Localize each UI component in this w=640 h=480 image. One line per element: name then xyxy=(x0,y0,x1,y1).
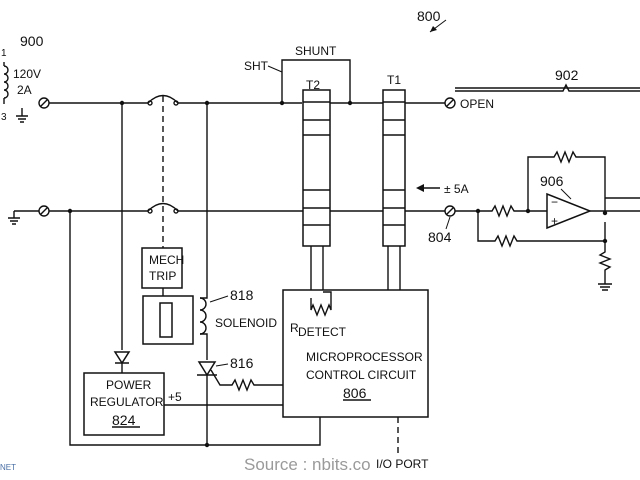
micro-ref-806: 806 xyxy=(343,385,367,401)
input-resistor xyxy=(478,204,547,218)
regulator-diode-triangle xyxy=(113,351,131,365)
ref-804-label: 804 xyxy=(428,229,452,245)
op-amp-ground-icon xyxy=(598,283,612,291)
sht-label: SHT xyxy=(244,59,269,73)
t1-label: T1 xyxy=(387,73,401,87)
source-transformer: 120V 2A xyxy=(3,62,41,123)
neutral-ground-icon xyxy=(8,211,20,225)
ref-906-label: 906 xyxy=(540,173,564,189)
micro-title-line2: CONTROL CIRCUIT xyxy=(306,368,417,382)
terminal-804-slash xyxy=(446,207,454,215)
current-arrow-head xyxy=(416,184,424,192)
ref-818-label: 818 xyxy=(230,287,254,303)
solenoid-coil xyxy=(199,297,207,335)
current-transformer-t2 xyxy=(302,89,331,298)
source-current-label: 2A xyxy=(17,83,32,97)
solenoid-to-scr xyxy=(200,333,208,360)
scr-gate-resistor xyxy=(210,369,283,392)
op-amp-plus-sign: + xyxy=(551,214,558,228)
rdetect-sub: DETECT xyxy=(298,325,347,339)
current-label: ± 5A xyxy=(444,182,469,196)
solenoid-label: SOLENOID xyxy=(215,316,277,330)
open-label: OPEN xyxy=(460,97,494,111)
shunt-label: SHUNT xyxy=(295,44,337,58)
power-line1: POWER xyxy=(106,378,152,392)
ref-902-label: 902 xyxy=(555,67,579,83)
solenoid-818: 818 SOLENOID xyxy=(142,103,277,360)
op-amp-triangle xyxy=(546,192,593,230)
neutral-terminal-slash xyxy=(40,207,48,215)
feedback-resistor-path xyxy=(527,150,606,213)
breaker-pin-bottom-right xyxy=(173,208,179,214)
solenoid-plunger xyxy=(159,302,173,338)
r-detect: R DETECT xyxy=(290,291,347,339)
shunt-bracket xyxy=(281,59,351,103)
op-amp-minus-sign: − xyxy=(551,195,558,209)
source-ground-icon xyxy=(16,115,28,123)
edge-label-bottom: 3 xyxy=(1,112,7,123)
edge-label-top: 1 xyxy=(1,48,7,59)
breaker-pin-top-left xyxy=(147,100,153,106)
rdetect-resistor xyxy=(310,291,332,317)
net-label: NET xyxy=(0,463,16,472)
t1-bands xyxy=(383,101,405,226)
rdetect-r: R xyxy=(290,321,299,335)
t1-leads xyxy=(387,246,401,290)
ref-816-leader xyxy=(215,363,229,367)
hot-terminal-slash xyxy=(40,99,48,107)
breaker-pin-bottom-left xyxy=(147,208,153,214)
ref-816-label: 816 xyxy=(230,355,254,371)
micro-title-line1: MICROPROCESSOR xyxy=(306,350,423,364)
mech-trip-box xyxy=(141,247,183,289)
ref-906-leader xyxy=(560,188,572,200)
microprocessor-box xyxy=(282,289,429,418)
t2-body xyxy=(302,89,331,247)
plus5-label: +5 xyxy=(168,390,182,404)
breaker-pin-top-right xyxy=(173,100,179,106)
power-ref-824: 824 xyxy=(112,412,136,428)
power-regulator-box xyxy=(83,372,165,436)
junction-return-scr xyxy=(204,442,210,448)
transformer-coil xyxy=(3,65,9,99)
ref-800-arrowhead xyxy=(430,26,437,32)
sht-leader xyxy=(267,65,283,73)
ground-resistor xyxy=(598,222,612,284)
junction-opamp-output xyxy=(602,210,608,216)
ref-818-leader xyxy=(209,295,229,303)
power-line2: REGULATOR xyxy=(90,395,164,409)
regulator-diode-bar xyxy=(115,362,129,373)
figure-ref-800: 800 xyxy=(417,8,441,24)
scr-triangle xyxy=(197,361,217,377)
t2-bands xyxy=(303,101,330,226)
t1-body xyxy=(382,89,406,247)
mech-trip-line2: TRIP xyxy=(149,269,176,283)
source-ref-900: 900 xyxy=(20,33,44,49)
line-902-break xyxy=(455,83,640,92)
open-terminal xyxy=(444,97,456,109)
op-amp-circuit: − + 906 xyxy=(455,150,640,291)
ref-804-leader xyxy=(445,216,451,230)
source-voltage-label: 120V xyxy=(13,67,41,81)
solenoid-feed xyxy=(200,103,208,299)
watermark-text: Source : nbits.co xyxy=(244,455,371,474)
t2-label: T2 xyxy=(306,78,320,92)
current-transformer-t1 xyxy=(382,89,406,290)
scr-816: 816 xyxy=(197,355,283,445)
lower-resistor-path xyxy=(477,211,605,248)
mech-trip-line1: MECH xyxy=(149,253,184,267)
return-path xyxy=(69,211,321,446)
io-port-label: I/O PORT xyxy=(376,457,429,471)
open-terminal-slash xyxy=(446,99,454,107)
